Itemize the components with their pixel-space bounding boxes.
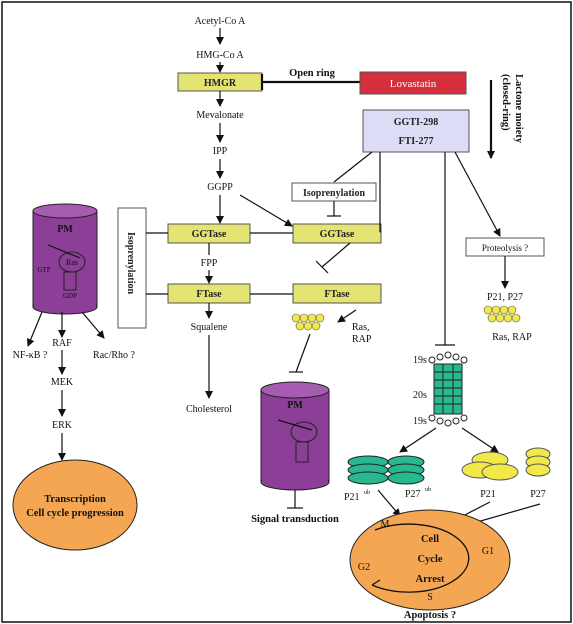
arrow-to-racrho bbox=[81, 311, 105, 339]
mevalonate-label: Mevalonate bbox=[196, 110, 244, 121]
19s-top-label: 19s bbox=[413, 355, 427, 366]
fpp-label: FPP bbox=[201, 258, 218, 269]
arrow-ggpp-to-ggtase2 bbox=[239, 194, 293, 227]
ggtase-inhibit-ftase-line bbox=[321, 242, 351, 268]
yellow-discs-p21 bbox=[461, 451, 519, 481]
ftase-label: FTase bbox=[196, 289, 222, 300]
ggti-label: GGTI-298 bbox=[394, 117, 438, 128]
cycle-label: Cycle bbox=[417, 554, 442, 565]
ipp-label: IPP bbox=[213, 146, 228, 157]
ggtase2-label: GGTase bbox=[320, 229, 355, 240]
20s-label: 20s bbox=[413, 390, 427, 401]
arrow-proteasome-to-p21 bbox=[461, 427, 499, 453]
mek-label: MEK bbox=[51, 377, 74, 388]
lactone-moiety-label: Lactone moiety bbox=[513, 74, 524, 144]
ras-label: Ras bbox=[66, 258, 78, 267]
phase-g2-label: G2 bbox=[358, 562, 370, 573]
p21p27-label: P21, P27 bbox=[487, 292, 523, 303]
cell-label: Cell bbox=[421, 534, 439, 545]
center-ras-line bbox=[277, 419, 313, 431]
arrow-p21ub-to-cellcycle bbox=[377, 489, 401, 517]
cell-cycle-progression-label: Cell cycle progression bbox=[26, 508, 124, 519]
arrest-label: Arrest bbox=[416, 574, 445, 585]
closed-ring-label: (closed-ring) bbox=[500, 74, 511, 131]
p21ub-label: P21 bbox=[344, 492, 360, 503]
p27-label: P27 bbox=[530, 489, 546, 500]
yellow-discs-p27 bbox=[525, 447, 551, 477]
line-fti-to-isoprenylation bbox=[333, 151, 373, 183]
cell-cycle-circle bbox=[349, 509, 511, 611]
rasrap-dots-right bbox=[483, 305, 521, 323]
ras-stem bbox=[63, 271, 77, 291]
transcription-circle bbox=[12, 459, 138, 551]
isoprenylation-label: Isoprenylation bbox=[303, 188, 365, 199]
acetyl-coa-label: Acetyl-Co A bbox=[195, 16, 247, 27]
gdp-label: GDP bbox=[63, 292, 77, 300]
green-disc-stack-left bbox=[347, 455, 389, 485]
hmg-coa-label: HMG-Co A bbox=[196, 50, 244, 61]
phase-s-label: S bbox=[427, 592, 433, 603]
p21ub-sup: ub bbox=[364, 490, 370, 496]
transcription-label: Transcription bbox=[44, 494, 106, 505]
proteolysis-label: Proteolysis ? bbox=[482, 243, 528, 253]
phase-g1-label: G1 bbox=[482, 546, 494, 557]
cell-cycle-ring-arrow bbox=[371, 579, 381, 586]
phase-m-label: M bbox=[381, 519, 390, 530]
nfkb-label: NF-κB ? bbox=[13, 350, 48, 361]
center-rap-label: RAP bbox=[352, 334, 372, 345]
arrow-ftase2-to-ras bbox=[337, 309, 357, 323]
lovastatin-box bbox=[359, 71, 467, 95]
green-disc-stack-right bbox=[387, 455, 425, 485]
center-ras-stem bbox=[295, 441, 309, 463]
arrow-p27-to-cellcycle bbox=[469, 503, 541, 526]
erk-label: ERK bbox=[52, 420, 73, 431]
p27ub-sup: ub bbox=[425, 487, 431, 493]
apoptosis-label: Apoptosis ? bbox=[404, 610, 456, 621]
ggti-fti-box bbox=[362, 109, 470, 153]
rasrap-label-right: Ras, RAP bbox=[492, 332, 532, 343]
ggtase-inhibit-ftase-bar bbox=[315, 260, 329, 274]
line-ras-to-membrane bbox=[295, 333, 311, 373]
isoprenylation-vertical-label: Isoprenylation bbox=[125, 232, 136, 294]
cell-cycle-ring bbox=[371, 523, 470, 593]
arrow-proteasome-to-p21ub bbox=[399, 427, 437, 453]
hmgr-label: HMGR bbox=[204, 78, 237, 89]
ggtase-label: GGTase bbox=[192, 229, 227, 240]
center-ras-label: Ras, bbox=[352, 322, 370, 333]
cholesterol-label: Cholesterol bbox=[186, 404, 232, 415]
signal-transduction-label: Signal transduction bbox=[251, 514, 339, 525]
proteasome bbox=[428, 351, 468, 427]
open-ring-label: Open ring bbox=[289, 68, 336, 79]
p27ub-label: P27 bbox=[405, 489, 421, 500]
rasrap-dots-center bbox=[291, 313, 325, 331]
ftase2-label: FTase bbox=[324, 289, 350, 300]
fti-label: FTI-277 bbox=[399, 136, 434, 147]
isoprenylation-vertical-box bbox=[117, 207, 147, 329]
center-pm-label: PM bbox=[287, 400, 303, 411]
19s-bottom-label: 19s bbox=[413, 416, 427, 427]
arrow-to-proteolysis bbox=[454, 151, 501, 237]
racrho-label: Rac/Rho ? bbox=[93, 350, 135, 361]
p21-label: P21 bbox=[480, 489, 496, 500]
raf-label: RAF bbox=[52, 338, 72, 349]
ras-line bbox=[47, 244, 81, 259]
ggpp-label: GGPP bbox=[207, 182, 233, 193]
left-pm-label: PM bbox=[57, 224, 73, 235]
lovastatin-label: Lovastatin bbox=[390, 78, 437, 90]
squalene-label: Squalene bbox=[191, 322, 228, 333]
arrow-to-nfkb bbox=[26, 311, 43, 347]
gtp-label: GTP bbox=[37, 266, 50, 274]
